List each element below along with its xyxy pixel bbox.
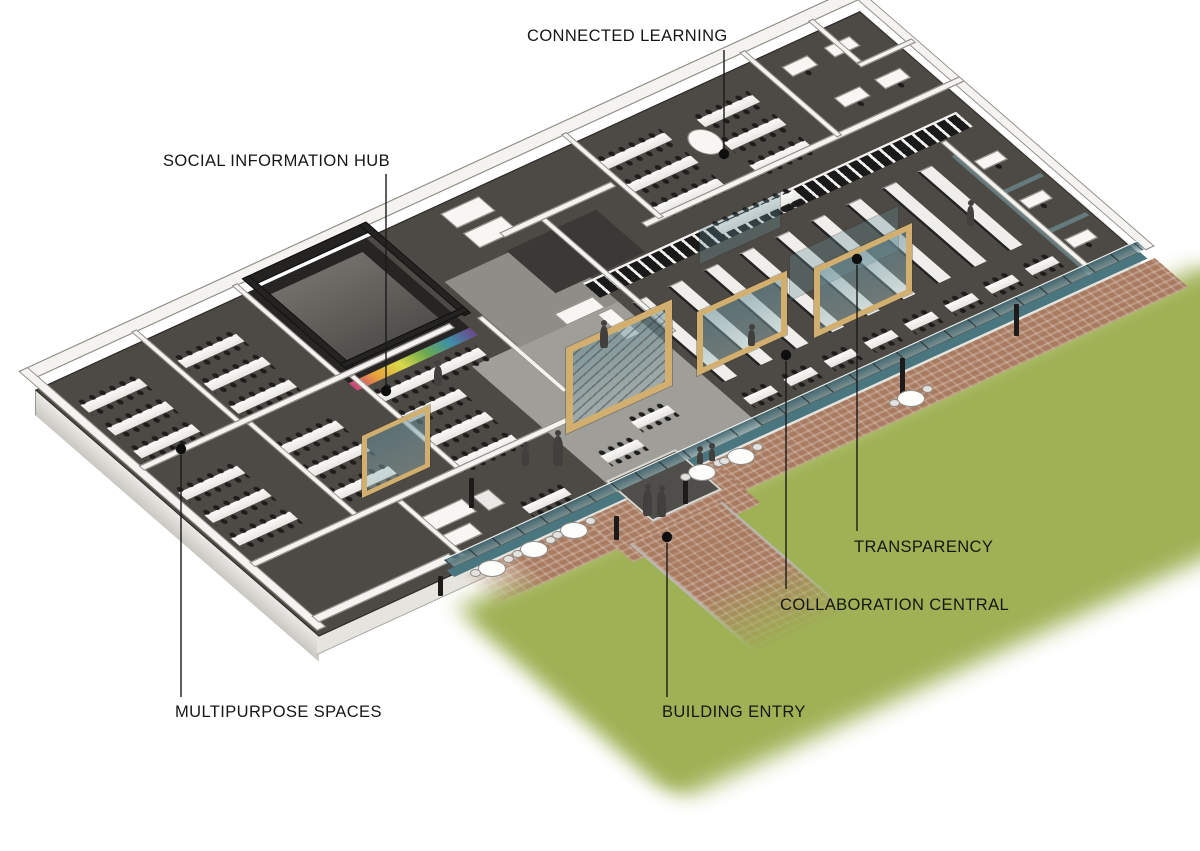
leader-dot — [851, 253, 863, 265]
leader-dot — [780, 349, 792, 361]
label-building-entry: BUILDING ENTRY — [662, 703, 806, 721]
light-post — [1014, 304, 1019, 336]
person-figure — [967, 206, 974, 226]
annotation-overlay — [175, 50, 863, 697]
bollard — [438, 576, 443, 596]
cafe-table — [719, 443, 763, 465]
leader-dot — [718, 148, 730, 160]
bollard — [469, 478, 474, 508]
cafe-table — [512, 536, 556, 558]
light-post — [900, 358, 905, 396]
person-figure — [553, 436, 563, 466]
label-collaboration-central: COLLABORATION CENTRAL — [780, 596, 1010, 614]
person-figure — [748, 330, 755, 346]
label-connected-learning: CONNECTED LEARNING — [527, 27, 728, 45]
person-figure — [522, 448, 529, 466]
leader-dot — [661, 531, 673, 543]
cafe-table — [680, 459, 724, 481]
seated-person — [709, 449, 715, 461]
axonometric-rendering: CONNECTED LEARNING SOCIAL INFORMATION HU… — [0, 0, 1200, 772]
bollard — [614, 516, 619, 540]
person-figure — [643, 490, 652, 516]
bollard — [683, 478, 688, 504]
person-figure — [434, 366, 442, 386]
person-figure — [600, 326, 608, 348]
leader-dot — [380, 385, 392, 397]
cafe-table — [552, 517, 596, 539]
label-transparency: TRANSPARENCY — [854, 538, 994, 556]
label-multipurpose-spaces: MULTIPURPOSE SPACES — [175, 703, 382, 721]
label-social-information-hub: SOCIAL INFORMATION HUB — [163, 152, 390, 170]
person-figure — [657, 491, 666, 517]
cafe-table — [889, 385, 933, 407]
cafe-table — [470, 555, 514, 577]
seated-person — [697, 452, 703, 464]
leader-dot — [175, 443, 187, 455]
